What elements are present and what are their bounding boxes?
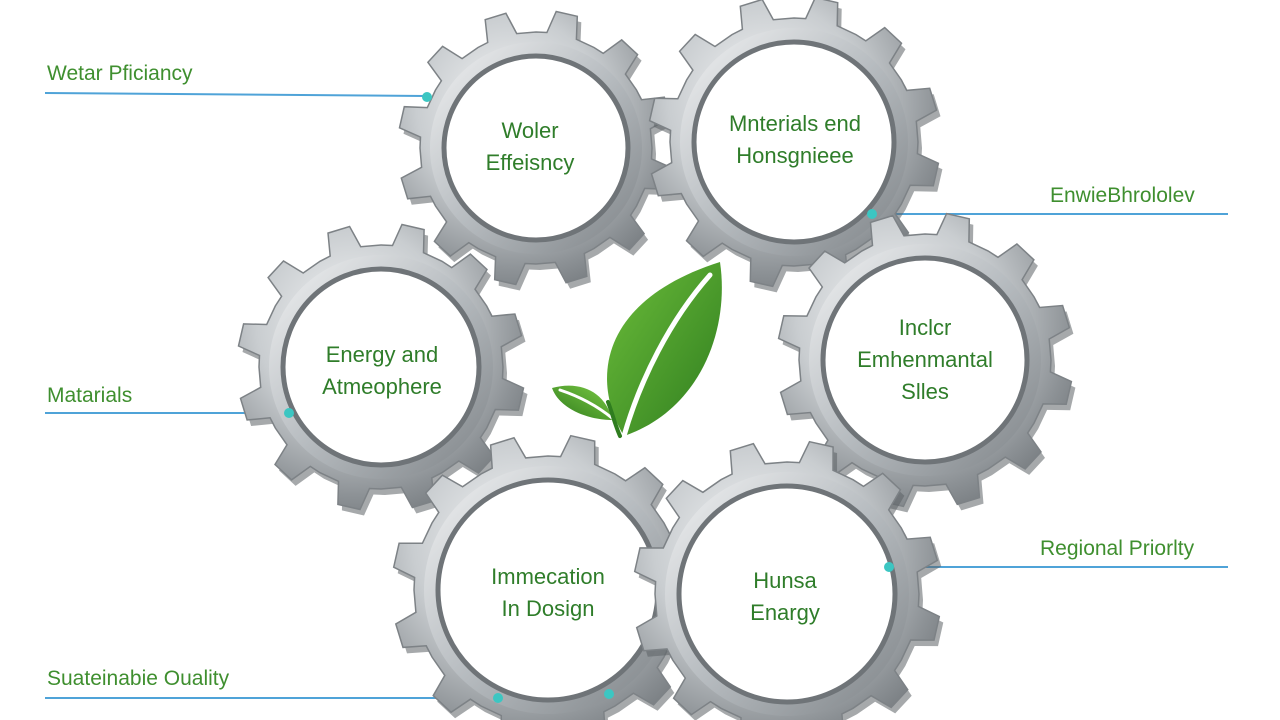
gear-text-materials: Mnterials end Honsgnieee — [700, 108, 890, 172]
gear-text-line: Slles — [901, 379, 949, 404]
label-regional-priority: Regional Priorlty — [1040, 537, 1195, 560]
gear-text-indoor-environmental: Inclcr Emhenmantal Slles — [830, 312, 1020, 408]
gear-text-line: Atmeophere — [322, 374, 442, 399]
gear-text-line: Effeisncy — [485, 150, 575, 175]
gear-text-line: Emhenmantal — [857, 347, 993, 372]
gear-human-energy — [633, 440, 944, 720]
gear-face — [691, 39, 897, 245]
connector-dot-environmental — [867, 209, 877, 219]
gear-text-line: Immecation — [491, 564, 605, 589]
gear-text-water-efficiency: Woler Effeisncy — [440, 115, 620, 179]
connector-dot-sustainable-quality-b — [604, 689, 614, 699]
connector-dot-materials — [284, 408, 294, 418]
gear-text-line: Energy and — [325, 342, 439, 367]
gear-text-line: Enargy — [750, 600, 820, 625]
gear-text-innovation-design: Immecation In Dosign — [458, 561, 638, 625]
connector-dot-regional-priority — [884, 562, 894, 572]
gear-face — [280, 266, 482, 468]
gear-innovation-design — [392, 434, 707, 720]
gear-water-efficiency — [398, 10, 677, 291]
label-environmental: EnwieBhrololev — [1050, 184, 1195, 207]
gear-text-line: Inclcr — [898, 315, 952, 340]
connector-dot-water-efficiency — [422, 92, 432, 102]
gear-face — [820, 255, 1030, 465]
gear-face — [441, 53, 631, 243]
gear-text-line: Honsgnieee — [736, 143, 854, 168]
label-materials: Matarials — [47, 384, 133, 407]
gear-text-line: In Dosign — [501, 596, 595, 621]
gear-text-line: Hunsa — [753, 568, 817, 593]
label-sustainable-quality: Suateinabie Ouality — [47, 667, 230, 690]
connector-dot-sustainable-quality-a — [493, 693, 503, 703]
label-water-efficiency: Wetar Pficiancy — [47, 62, 193, 85]
gear-text-line: Mnterials end — [728, 111, 862, 136]
gear-text-human-energy: Hunsa Enargy — [700, 565, 870, 629]
gear-face — [676, 483, 898, 705]
gear-materials — [648, 0, 943, 293]
gear-text-energy-atmosphere: Energy and Atmeophere — [292, 339, 472, 403]
gear-text-line: Woler — [501, 118, 559, 143]
gear-indoor-environmental — [777, 212, 1076, 513]
connector-line-water-efficiency — [44, 92, 426, 97]
leaf-icon — [552, 262, 722, 439]
gear-energy-atmosphere — [237, 223, 528, 516]
